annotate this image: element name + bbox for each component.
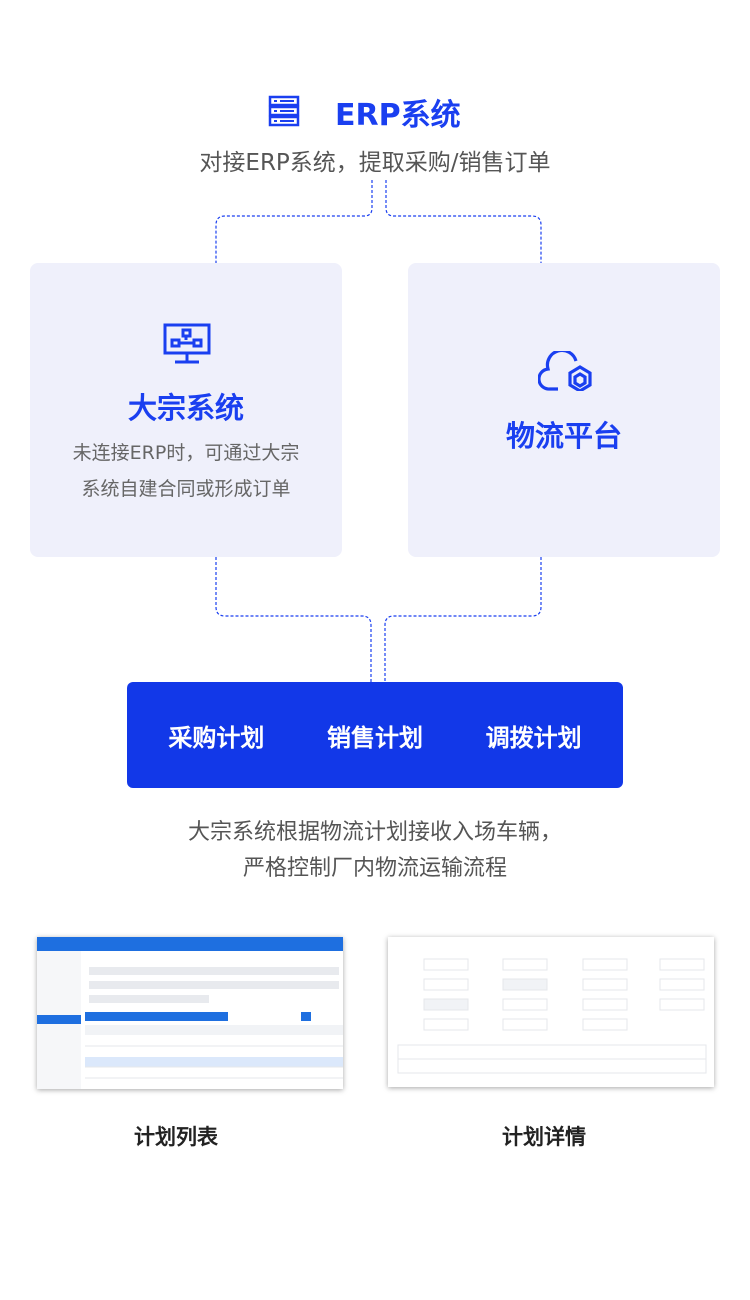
plans-desc-2: 严格控制厂内物流运输流程 <box>242 856 507 881</box>
plan-detail-label: 计划详情 <box>502 1125 586 1149</box>
plan-list-screenshot <box>37 937 343 1089</box>
bulk-system-title: 大宗系统 <box>127 391 244 425</box>
bulk-system-card: 大宗系统 未连接ERP时，可通过大宗 系统自建合同或形成订单 <box>30 263 342 557</box>
plan-list-label: 计划列表 <box>134 1125 218 1149</box>
purchase-plan: 采购计划 <box>168 723 265 752</box>
server-icon <box>268 95 300 127</box>
plans-box: 采购计划 销售计划 调拨计划 <box>127 682 623 788</box>
plans-description: 大宗系统根据物流计划接收入场车辆， 严格控制厂内物流运输流程 <box>0 815 750 887</box>
plan-detail-mockup <box>397 958 707 1074</box>
plan-detail-screenshot <box>388 937 714 1087</box>
transfer-plan: 调拨计划 <box>485 723 582 752</box>
erp-title: ERP系统 <box>335 98 461 133</box>
plan-list-mockup <box>37 937 343 1089</box>
logistics-title: 物流平台 <box>505 419 622 453</box>
sales-plan: 销售计划 <box>326 723 423 752</box>
monitor-network-icon <box>163 323 211 364</box>
logistics-card: 物流平台 <box>408 263 720 557</box>
erp-subtitle: 对接ERP系统，提取采购/销售订单 <box>199 150 551 176</box>
bulk-system-desc-2: 系统自建合同或形成订单 <box>81 478 291 500</box>
connector-lines <box>215 180 542 682</box>
plans-desc-1: 大宗系统根据物流计划接收入场车辆， <box>187 820 562 845</box>
bulk-system-desc-1: 未连接ERP时，可通过大宗 <box>72 442 300 464</box>
cloud-icon <box>538 351 592 391</box>
